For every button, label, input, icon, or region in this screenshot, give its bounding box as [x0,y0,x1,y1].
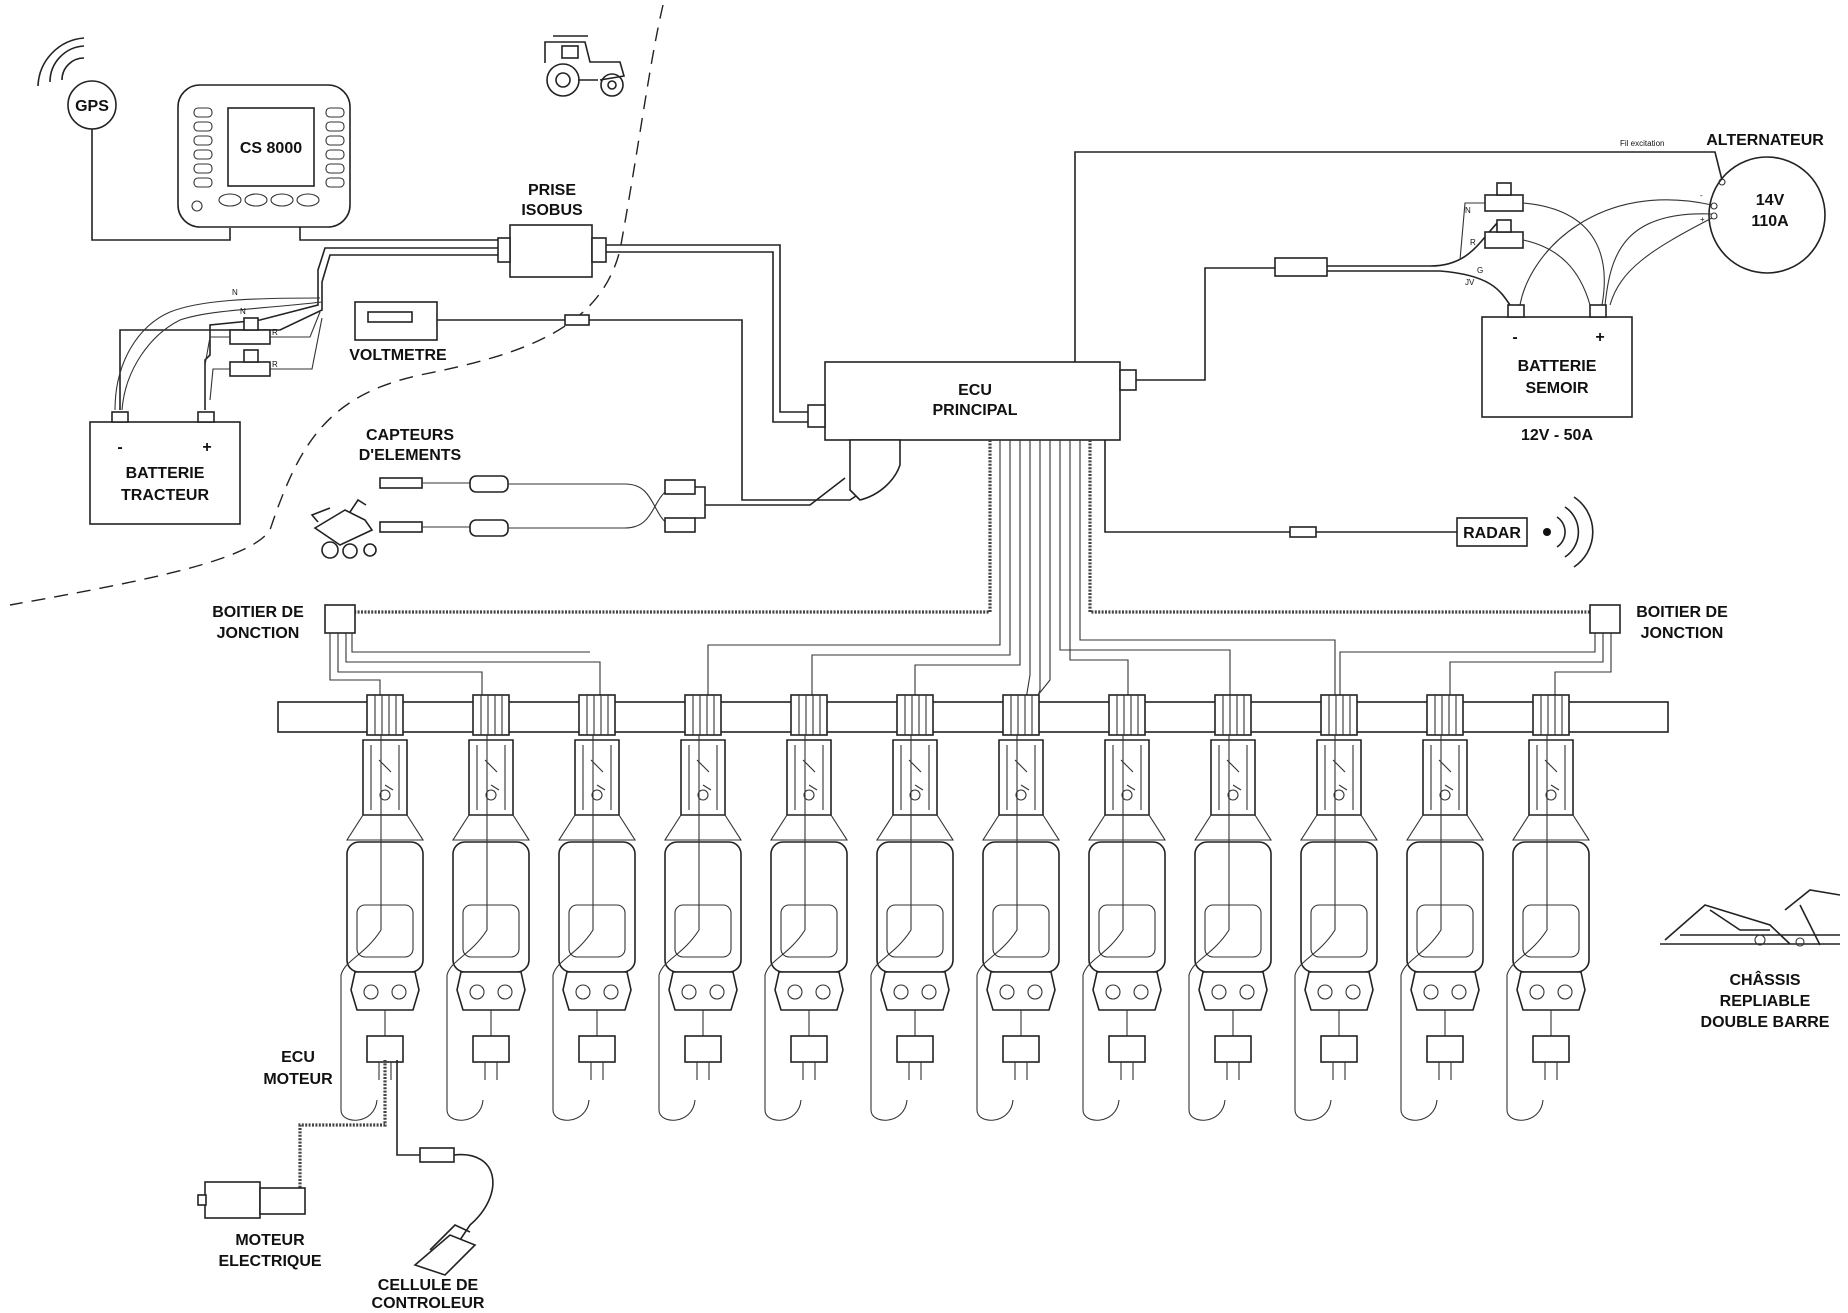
svg-text:R: R [272,328,278,337]
svg-text:BOITIER DE: BOITIER DE [212,604,304,621]
controller-cell: CELLULE DE CONTROLEUR [372,1060,494,1312]
element-sensors: CAPTEURS D'ELEMENTS [359,427,846,537]
svg-text:CHÂSSIS: CHÂSSIS [1729,970,1800,989]
svg-text:G: G [1477,266,1483,275]
row-unit [340,694,425,1121]
svg-text:ECU: ECU [281,1049,315,1066]
tractor-battery-wiring: N N R R [114,288,323,411]
row-unit [1400,694,1485,1121]
row-unit [1506,694,1591,1121]
svg-text:CS 8000: CS 8000 [240,140,302,157]
svg-text:N: N [232,288,238,297]
junction-box-right: BOITIER DE JONCTION [1339,604,1728,705]
svg-text:BATTERIE: BATTERIE [1518,358,1597,375]
row-unit [552,694,637,1121]
junction-box-left: BOITIER DE JONCTION [212,604,601,705]
svg-text:CONTROLEUR: CONTROLEUR [372,1295,485,1308]
svg-text:PRISE: PRISE [528,182,576,199]
svg-text:14V: 14V [1756,192,1785,209]
gps-antenna: GPS [37,37,231,241]
row-unit [870,694,955,1121]
svg-text:CELLULE DE: CELLULE DE [378,1277,479,1294]
row-unit [658,694,743,1121]
row-unit [446,694,531,1121]
svg-text:+: + [1700,215,1705,224]
svg-text:PRINCIPAL: PRINCIPAL [932,402,1017,419]
svg-text:BOITIER DE: BOITIER DE [1636,604,1728,621]
electric-motor: MOTEUR ELECTRIQUE [197,1060,387,1270]
svg-text:MOTEUR: MOTEUR [263,1071,333,1088]
svg-text:-: - [1700,191,1703,200]
svg-text:REPLIABLE: REPLIABLE [1720,993,1811,1010]
svg-text:-: - [117,439,122,456]
voltmeter: VOLTMETRE [349,301,881,501]
svg-text:ECU: ECU [958,382,992,399]
motor-ecu-label: ECU MOTEUR [263,1049,333,1088]
tractor-icon [544,35,626,97]
svg-text:GPS: GPS [75,98,109,115]
svg-text:N: N [240,307,246,316]
svg-text:CAPTEURS: CAPTEURS [366,427,454,444]
row-unit [1188,694,1273,1121]
svg-text:R: R [1470,238,1476,247]
svg-text:TRACTEUR: TRACTEUR [121,487,209,504]
folding-chassis-icon: CHÂSSIS REPLIABLE DOUBLE BARRE [1660,889,1841,1031]
svg-text:Fil excitation: Fil excitation [1620,139,1664,148]
row-unit [1294,694,1379,1121]
seed-drill-icon [310,498,377,559]
row-unit [976,694,1061,1121]
svg-text:SEMOIR: SEMOIR [1525,380,1589,397]
isobus-socket: PRISE ISOBUS [119,182,808,423]
svg-text:-: - [1512,329,1517,346]
svg-text:+: + [1595,329,1604,346]
svg-text:R: R [272,360,278,369]
radar: RADAR [1104,440,1594,568]
svg-text:12V - 50A: 12V - 50A [1521,427,1593,444]
ecu-cable-bundle [355,440,1590,706]
svg-text:JONCTION: JONCTION [1641,625,1724,642]
alternator: ALTERNATEUR 14V 110A - + Fil excitation [1074,132,1826,362]
svg-text:JV: JV [1465,278,1475,287]
svg-text:D'ELEMENTS: D'ELEMENTS [359,447,462,464]
svg-text:VOLTMETRE: VOLTMETRE [349,347,447,364]
svg-text:ALTERNATEUR: ALTERNATEUR [1706,132,1824,149]
svg-text:JONCTION: JONCTION [217,625,300,642]
row-unit [1082,694,1167,1121]
svg-text:RADAR: RADAR [1463,525,1521,542]
tractor-battery: - + BATTERIE TRACTEUR [89,411,241,525]
svg-text:110A: 110A [1751,213,1789,230]
svg-text:ISOBUS: ISOBUS [521,202,583,219]
cs8000-display: CS 8000 [177,84,520,241]
svg-text:ELECTRIQUE: ELECTRIQUE [218,1253,321,1270]
row-units [340,694,1591,1121]
row-unit [764,694,849,1121]
svg-text:DOUBLE BARRE: DOUBLE BARRE [1701,1014,1830,1031]
ecu-principal: ECU PRINCIPAL [807,361,1137,501]
seeder-battery: N R G JV - + BATTERIE SEMOIR 12V - 50A [1136,182,1713,444]
svg-text:+: + [202,439,211,456]
svg-text:BATTERIE: BATTERIE [126,465,205,482]
svg-text:N: N [1465,206,1471,215]
svg-text:MOTEUR: MOTEUR [235,1232,305,1249]
